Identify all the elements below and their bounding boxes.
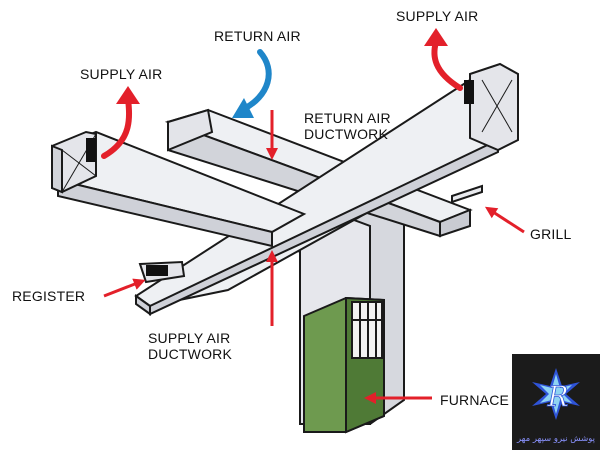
supply-air-ductwork-label: SUPPLY AIR DUCTWORK [148, 330, 232, 362]
supply-air-ductwork-line-1: SUPPLY AIR [148, 330, 231, 346]
supply-air-ductwork-line-2: DUCTWORK [148, 346, 233, 362]
supply-air-arrow-right [424, 28, 463, 91]
supply-outlet-right [464, 62, 519, 152]
register-label: REGISTER [12, 288, 86, 304]
supply-air-left-label: SUPPLY AIR [80, 66, 163, 82]
return-air-label: RETURN AIR [214, 28, 301, 44]
supply-air-right-label: SUPPLY AIR [396, 8, 479, 24]
watermark-letter: R [546, 380, 568, 413]
watermark-emblem-icon: R [532, 368, 580, 420]
supply-air-trunk [134, 66, 499, 316]
grill-label: GRILL [530, 226, 572, 242]
supply-air-arrow-left [101, 86, 140, 159]
return-air-ductwork-line-2: DUCTWORK [304, 126, 389, 142]
register [138, 260, 186, 284]
return-air-arrow [232, 49, 272, 118]
watermark-logo: R پوشش نیرو سپهر مهر [512, 354, 600, 450]
supply-outlet-left [51, 130, 97, 194]
grill [451, 184, 483, 204]
furnace [303, 296, 385, 434]
return-air-ductwork-line-1: RETURN AIR [304, 110, 391, 126]
leader-arrows [103, 110, 525, 404]
register-leader [103, 278, 146, 298]
furnace-label: FURNACE [440, 392, 510, 408]
return-air-ductwork-label: RETURN AIR DUCTWORK [304, 110, 391, 142]
watermark-caption: پوشش نیرو سپهر مهر [516, 434, 595, 444]
grill-leader [484, 206, 525, 234]
